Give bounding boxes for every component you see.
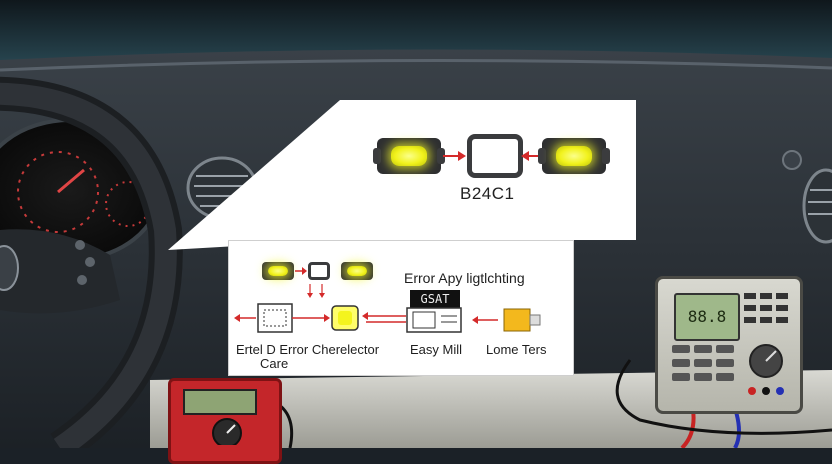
multimeter-display: 88.8 (674, 293, 740, 341)
meter-left-dial (212, 418, 242, 445)
multimeter-right-icon: 88.8 (655, 276, 803, 414)
lamp-left-icon (373, 138, 445, 174)
down-arrows-icon (307, 284, 325, 298)
multimeter-left-icon (168, 378, 282, 464)
mini-lamp-right-icon (341, 262, 373, 280)
control-module-icon (406, 307, 462, 333)
lamp-right-icon (538, 138, 610, 174)
arrow-right-icon (443, 151, 466, 161)
bulb-connector-icon (472, 308, 541, 332)
diagram-header: Error Apy ligtlchting (404, 270, 525, 286)
multimeter-left-display (183, 389, 257, 415)
switch-module-icon (467, 134, 523, 178)
label-left-line2: Care (260, 356, 289, 371)
mini-switch-icon (308, 262, 330, 280)
label-middle: Easy Mill (410, 342, 463, 357)
label-right: Lome Ters (486, 342, 547, 357)
return-arrow-icon (362, 312, 406, 323)
steering-wheel-icon (0, 76, 183, 448)
meter-keypad (672, 345, 734, 381)
relay-circuit-icon (234, 303, 359, 333)
mini-arrow-icon (295, 267, 307, 275)
meter-buttons (744, 293, 788, 395)
label-left-line1: Ertel D Error Cherelector (236, 342, 380, 357)
air-vent-right-icon (802, 168, 832, 244)
mini-lamp-left-icon (262, 262, 294, 280)
module-screen: GSAT (410, 290, 460, 308)
fault-code: B24C1 (460, 184, 515, 203)
